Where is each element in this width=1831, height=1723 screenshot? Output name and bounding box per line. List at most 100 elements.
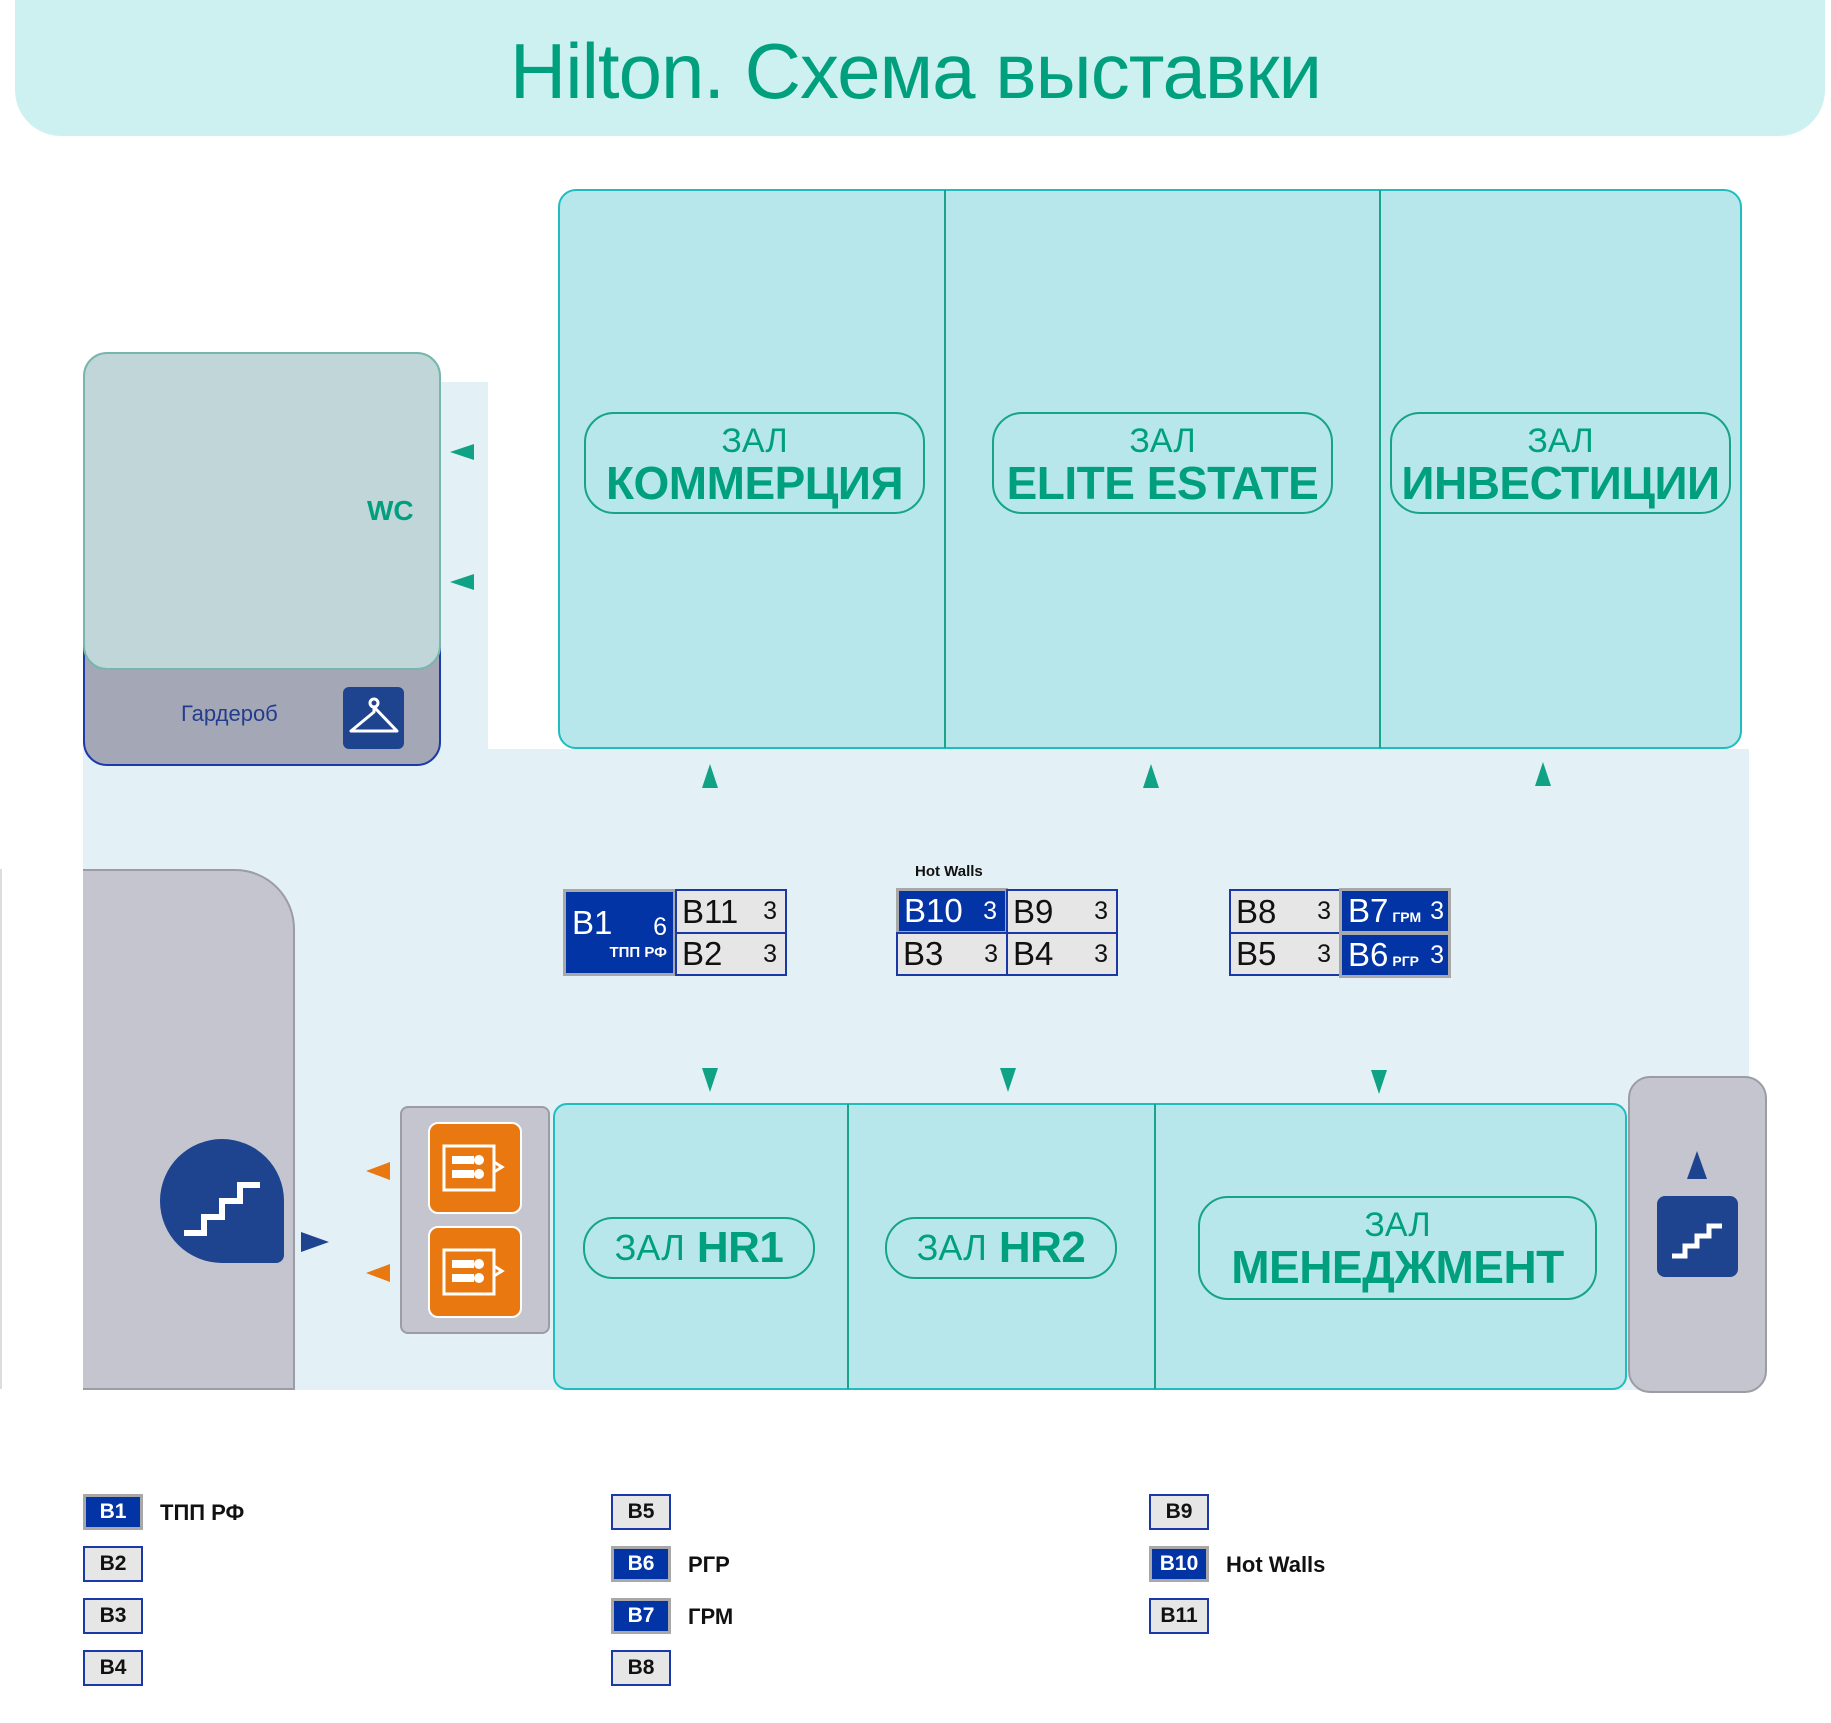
legend-swatch-b4: B4 [83, 1650, 143, 1686]
hall-prefix: ЗАЛ [1129, 422, 1196, 460]
hall-prefix: ЗАЛ [916, 1227, 987, 1268]
legend-swatch-b2: B2 [83, 1546, 143, 1582]
legend-label: Hot Walls [1226, 1552, 1326, 1577]
side-corridor [438, 382, 488, 752]
wc-label: WC [367, 495, 414, 526]
hall-name: HR2 [998, 1223, 1086, 1272]
booth-size: 3 [1317, 897, 1331, 925]
legend-swatch-b11: B11 [1149, 1598, 1209, 1634]
booth-size: 3 [1094, 897, 1108, 925]
booth-exhibitor: РГР [1392, 953, 1419, 969]
booth-size: 3 [1094, 939, 1108, 968]
booth-size: 3 [763, 939, 777, 968]
hall-name: ИНВЕСТИЦИИ [1401, 457, 1720, 509]
elevator-icon[interactable] [428, 1122, 522, 1214]
hall-prefix: ЗАЛ [1527, 422, 1594, 460]
booth-b2[interactable]: B2 3 [675, 932, 787, 976]
booth-id: B5 [1236, 935, 1277, 972]
legend-label: ГРМ [688, 1604, 734, 1629]
hall-name: МЕНЕДЖМЕНТ [1231, 1241, 1564, 1293]
arrow-up-icon [1535, 762, 1551, 786]
booth-size: 6 [653, 913, 667, 941]
page-title: Hilton. Схема выставки [509, 27, 1322, 115]
booth-group-caption: Hot Walls [915, 863, 983, 880]
header-banner [15, 0, 1825, 136]
arrow-up-icon [1687, 1151, 1707, 1179]
booth-size: 3 [984, 939, 998, 968]
booth-size: 3 [983, 896, 997, 925]
hall-divider [944, 190, 946, 748]
stairwell-left [83, 869, 295, 1390]
booth-id: B4 [1013, 935, 1054, 972]
legend-swatch-b5: B5 [611, 1494, 671, 1530]
legend-swatch-b3: B3 [83, 1598, 143, 1634]
booth-b3[interactable]: B3 3 [896, 932, 1008, 976]
arrow-left-icon [366, 1264, 390, 1282]
stairs-icon [160, 1139, 284, 1263]
booth-id: B7 [1348, 892, 1389, 929]
legend-label: ТПП РФ [160, 1500, 245, 1525]
arrow-down-icon [1371, 1070, 1387, 1094]
legend-swatch-b9: B9 [1149, 1494, 1209, 1530]
legend-swatch-b6: B6 [611, 1546, 671, 1582]
booth-b5[interactable]: B5 3 [1229, 932, 1341, 976]
legend-label: РГР [688, 1552, 730, 1577]
booth-id: B2 [682, 935, 723, 972]
booth-size: 3 [1430, 940, 1444, 969]
booth-id: B1 [572, 904, 613, 941]
arrow-right-icon [301, 1232, 329, 1252]
wc-area [83, 352, 441, 670]
booth-exhibitor: ТПП РФ [609, 944, 667, 961]
hall-divider [1379, 190, 1381, 748]
booth-id: B8 [1236, 892, 1277, 930]
arrow-down-icon [702, 1068, 718, 1092]
arrow-left-icon [450, 444, 474, 460]
hall-divider [1154, 1104, 1156, 1389]
booth-exhibitor: ГРМ [1392, 909, 1422, 925]
booth-b9[interactable]: B9 3 [1006, 889, 1118, 934]
hall-investitsii[interactable]: ЗАЛ ИНВЕСТИЦИИ [1390, 412, 1731, 514]
arrow-left-icon [450, 574, 474, 590]
legend-swatch-b8: B8 [611, 1650, 671, 1686]
hall-name: HR1 [696, 1223, 784, 1272]
hall-name: ELITE ESTATE [1006, 457, 1319, 509]
booth-id: B6 [1348, 936, 1389, 973]
booth-id: B11 [682, 892, 739, 930]
booth-size: 3 [1430, 896, 1444, 925]
booth-id: B3 [903, 935, 944, 972]
stairs-icon [1657, 1196, 1738, 1277]
hall-prefix: ЗАЛ [721, 422, 788, 460]
hanger-icon [343, 687, 404, 749]
wardrobe-label: Гардероб [181, 701, 278, 726]
hall-kommertsiya[interactable]: ЗАЛ КОММЕРЦИЯ [584, 412, 925, 514]
booth-b10[interactable]: B10 3 [896, 888, 1008, 934]
arrow-up-icon [1143, 764, 1159, 788]
top-halls-block [558, 189, 1742, 749]
edge-line [0, 869, 2, 1389]
hall-hr1[interactable]: ЗАЛ HR1 [583, 1217, 815, 1279]
hall-hr2[interactable]: ЗАЛ HR2 [885, 1217, 1117, 1279]
hall-name: КОММЕРЦИЯ [605, 457, 904, 509]
legend-swatch-b1: B1 [83, 1494, 143, 1530]
hall-management[interactable]: ЗАЛ МЕНЕДЖМЕНТ [1198, 1196, 1597, 1300]
booth-size: 3 [1317, 939, 1331, 968]
legend-swatch-b10: B10 [1149, 1546, 1209, 1582]
booth-b4[interactable]: B4 3 [1006, 932, 1118, 976]
booth-id: B10 [904, 892, 963, 929]
arrow-down-icon [1000, 1068, 1016, 1092]
hall-prefix: ЗАЛ [614, 1227, 685, 1268]
booth-id: B9 [1013, 892, 1054, 930]
elevator-icon[interactable] [428, 1226, 522, 1318]
arrow-left-icon [366, 1162, 390, 1180]
hall-elite-estate[interactable]: ЗАЛ ELITE ESTATE [992, 412, 1333, 514]
arrow-up-icon [702, 764, 718, 788]
hall-prefix: ЗАЛ [1364, 1206, 1431, 1244]
booth-size: 3 [763, 897, 777, 925]
booth-b8[interactable]: B8 3 [1229, 889, 1341, 934]
booth-b1[interactable]: B1 6 ТПП РФ [563, 889, 676, 976]
legend-swatch-b7: B7 [611, 1598, 671, 1634]
hall-divider [847, 1104, 849, 1389]
booth-b11[interactable]: B11 3 [675, 889, 787, 934]
